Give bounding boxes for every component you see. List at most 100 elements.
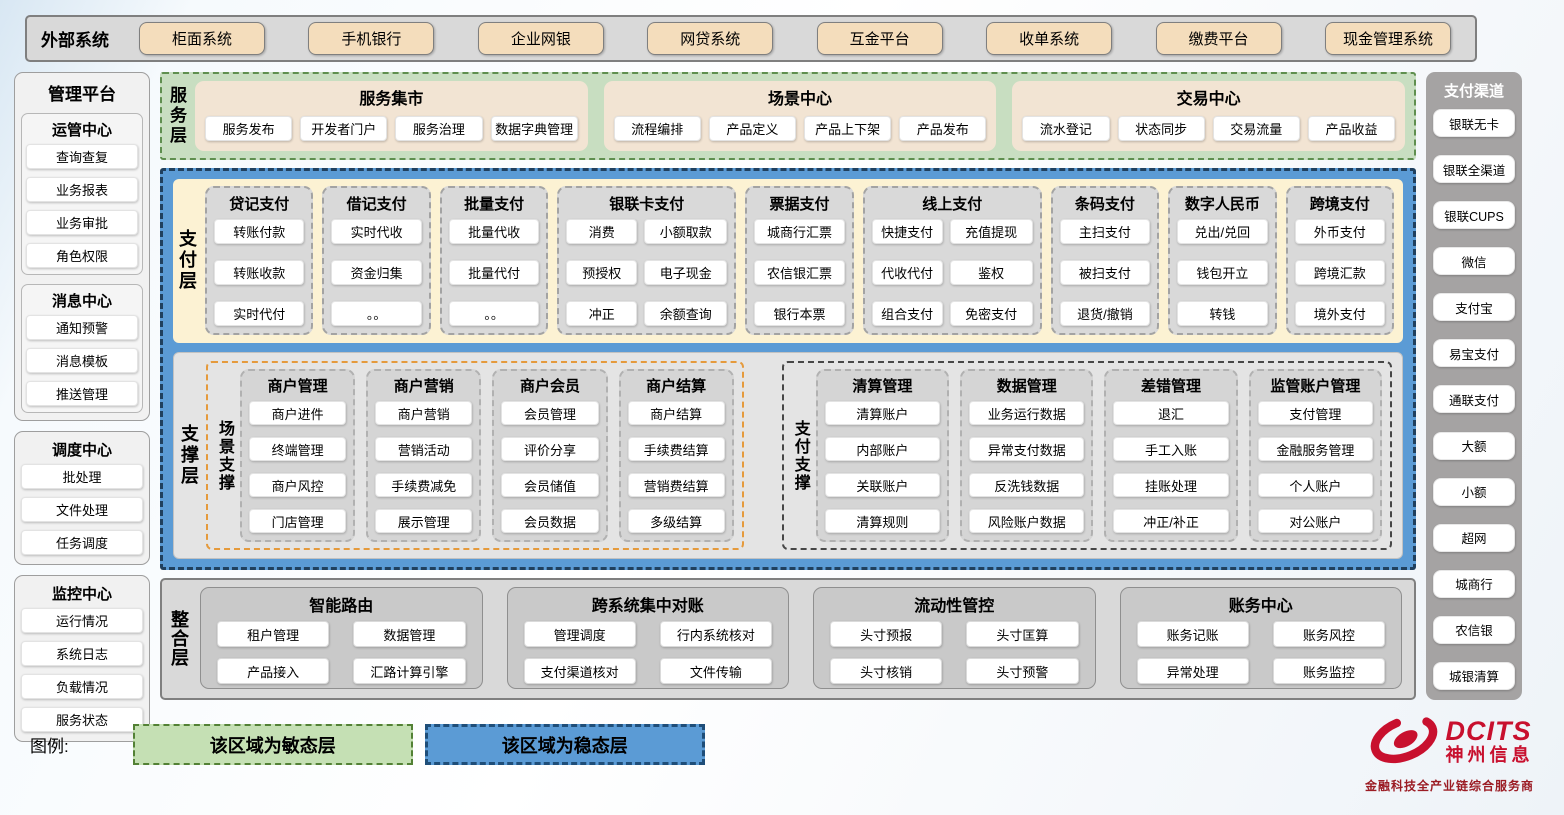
integration-item-button[interactable]: 管理调度 [523,621,636,647]
external-system-button[interactable]: 收单系统 [986,22,1113,55]
management-item-button[interactable]: 任务调度 [21,530,143,555]
service-item-button[interactable]: 产品收益 [1307,116,1396,141]
support-item-button[interactable]: 金融服务管理 [1257,437,1373,461]
external-system-button[interactable]: 手机银行 [308,22,435,55]
management-item-button[interactable]: 系统日志 [21,641,143,666]
service-item-button[interactable]: 开发者门户 [300,116,388,141]
management-item-button[interactable]: 推送管理 [26,381,138,406]
management-item-button[interactable]: 业务审批 [26,210,138,235]
support-item-button[interactable]: 会员数据 [501,509,599,533]
payment-item-button[interactable]: 退货/撤销 [1059,301,1151,326]
support-item-button[interactable]: 业务运行数据 [969,401,1085,425]
payment-channel-button[interactable]: 城商行 [1433,569,1515,598]
payment-item-button[interactable]: 冲正 [566,301,638,326]
support-item-button[interactable]: 商户进件 [249,401,347,425]
payment-item-button[interactable]: 外币支付 [1294,219,1385,244]
payment-item-button[interactable]: 银行本票 [754,301,845,326]
payment-item-button[interactable]: 兑出/兑回 [1177,219,1268,244]
payment-item-button[interactable]: 免密支付 [949,301,1033,326]
payment-channel-button[interactable]: 超网 [1433,523,1515,552]
support-item-button[interactable]: 商户营销 [375,401,473,425]
external-system-button[interactable]: 企业网银 [477,22,604,55]
payment-item-button[interactable]: 。。 [331,301,422,326]
payment-channel-button[interactable]: 城银清算 [1433,661,1515,690]
integration-item-button[interactable]: 账务风控 [1272,621,1385,647]
integration-item-button[interactable]: 头寸预警 [966,658,1079,684]
integration-item-button[interactable]: 汇路计算引擎 [353,658,466,684]
support-item-button[interactable]: 清算规则 [824,509,941,533]
payment-item-button[interactable]: 被扫支付 [1059,260,1151,285]
integration-item-button[interactable]: 头寸匡算 [966,621,1079,647]
payment-item-button[interactable]: 钱包开立 [1177,260,1268,285]
payment-item-button[interactable]: 消费 [566,219,638,244]
payment-item-button[interactable]: 快捷支付 [871,219,943,244]
payment-item-button[interactable]: 电子现金 [644,260,728,285]
support-item-button[interactable]: 退汇 [1113,401,1229,425]
payment-item-button[interactable]: 境外支付 [1294,301,1385,326]
management-item-button[interactable]: 负载情况 [21,674,143,699]
payment-item-button[interactable]: 鉴权 [949,260,1033,285]
payment-item-button[interactable]: 转账收款 [214,260,305,285]
support-item-button[interactable]: 清算账户 [824,401,941,425]
support-item-button[interactable]: 关联账户 [824,473,941,497]
support-item-button[interactable]: 风险账户数据 [969,509,1085,533]
external-system-button[interactable]: 现金管理系统 [1324,22,1451,55]
payment-channel-button[interactable]: 银联全渠道 [1433,155,1515,184]
external-system-button[interactable]: 缴费平台 [1155,22,1282,55]
management-item-button[interactable]: 服务状态 [21,707,143,732]
payment-item-button[interactable]: 组合支付 [871,301,943,326]
payment-channel-button[interactable]: 易宝支付 [1433,339,1515,368]
external-system-button[interactable]: 网贷系统 [647,22,774,55]
support-item-button[interactable]: 门店管理 [249,509,347,533]
support-item-button[interactable]: 个人账户 [1257,473,1373,497]
payment-channel-button[interactable]: 银联无卡 [1433,109,1515,137]
support-item-button[interactable]: 支付管理 [1257,401,1373,425]
payment-item-button[interactable]: 转账付款 [214,219,305,244]
management-item-button[interactable]: 消息模板 [26,348,138,373]
support-item-button[interactable]: 商户风控 [249,473,347,497]
payment-item-button[interactable]: 余额查询 [644,301,728,326]
integration-item-button[interactable]: 账务记账 [1136,621,1249,647]
management-item-button[interactable]: 运行情况 [21,608,143,633]
support-item-button[interactable]: 多级结算 [627,509,725,533]
support-item-button[interactable]: 反洗钱数据 [969,473,1085,497]
payment-item-button[interactable]: 转钱 [1177,301,1268,326]
support-item-button[interactable]: 展示管理 [375,509,473,533]
payment-channel-button[interactable]: 大额 [1433,431,1515,460]
service-item-button[interactable]: 流水登记 [1022,116,1110,141]
integration-item-button[interactable]: 租户管理 [217,621,330,647]
support-item-button[interactable]: 营销活动 [375,437,473,461]
payment-item-button[interactable]: 主扫支付 [1059,219,1151,244]
integration-item-button[interactable]: 文件传输 [659,658,772,684]
service-item-button[interactable]: 流程编排 [613,116,701,141]
service-item-button[interactable]: 数据字典管理 [490,116,578,141]
management-item-button[interactable]: 业务报表 [26,177,138,202]
support-item-button[interactable]: 终端管理 [249,437,347,461]
payment-channel-button[interactable]: 银联CUPS [1433,201,1515,230]
integration-item-button[interactable]: 账务监控 [1272,658,1385,684]
service-item-button[interactable]: 产品定义 [708,116,797,141]
payment-item-button[interactable]: 跨境汇款 [1294,260,1385,285]
payment-channel-button[interactable]: 小额 [1433,477,1515,506]
payment-item-button[interactable]: 农信银汇票 [754,260,845,285]
support-item-button[interactable]: 会员管理 [501,401,599,425]
external-system-button[interactable]: 互金平台 [816,22,943,55]
integration-item-button[interactable]: 行内系统核对 [659,621,772,647]
payment-channel-button[interactable]: 微信 [1433,247,1515,276]
support-item-button[interactable]: 内部账户 [824,437,941,461]
service-item-button[interactable]: 服务治理 [395,116,483,141]
payment-item-button[interactable]: 。。 [448,301,540,326]
support-item-button[interactable]: 挂账处理 [1113,473,1229,497]
payment-item-button[interactable]: 批量代收 [448,219,540,244]
payment-item-button[interactable]: 实时代付 [214,301,305,326]
integration-item-button[interactable]: 支付渠道核对 [523,658,636,684]
management-item-button[interactable]: 批处理 [21,464,143,489]
payment-channel-button[interactable]: 支付宝 [1433,293,1515,322]
payment-item-button[interactable]: 资金归集 [331,260,422,285]
integration-item-button[interactable]: 数据管理 [353,621,466,647]
support-item-button[interactable]: 手工入账 [1113,437,1229,461]
payment-item-button[interactable]: 实时代收 [331,219,422,244]
payment-item-button[interactable]: 预授权 [566,260,638,285]
integration-item-button[interactable]: 头寸核销 [830,658,943,684]
management-item-button[interactable]: 文件处理 [21,497,143,522]
